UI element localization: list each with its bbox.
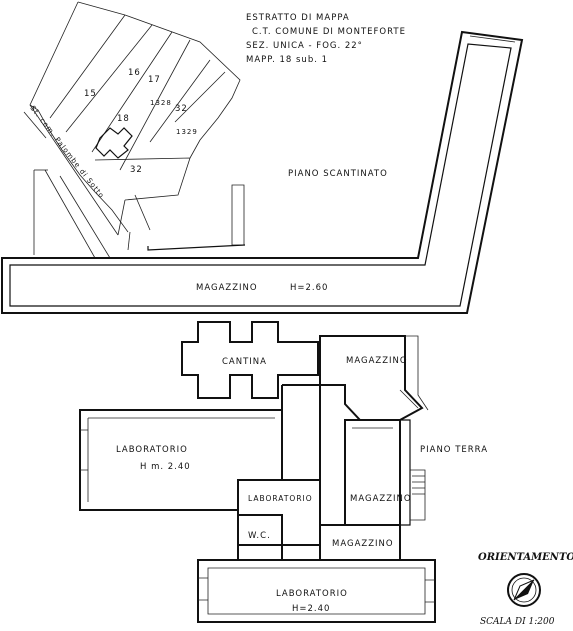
- parcel-32a: 32: [175, 104, 188, 114]
- cadastral-map-extract: [23, 1, 246, 259]
- room-laboratorio-left-height: H m. 2.40: [140, 462, 191, 472]
- title-line-4: MAPP. 18 sub. 1: [246, 55, 328, 65]
- parcel-15: 15: [84, 89, 97, 99]
- compass-icon: [507, 573, 541, 607]
- room-magazzino-low: MAGAZZINO: [332, 539, 394, 549]
- title-block: ESTRATTO DI MAPPA C.T. COMUNE DI MONTEFO…: [246, 13, 406, 65]
- parcel-32b: 32: [130, 165, 143, 175]
- title-line-3: SEZ. UNICA - FOG. 22°: [246, 41, 363, 51]
- room-magazzino-mid: MAGAZZINO: [350, 494, 412, 504]
- basement-level-label: PIANO SCANTINATO: [288, 169, 388, 179]
- room-laboratorio-bottom: LABORATORIO: [276, 589, 348, 599]
- parcel-16: 16: [128, 68, 141, 78]
- scale-label: SCALA DI 1:200: [480, 617, 555, 627]
- basement-height: H=2.60: [290, 283, 328, 293]
- room-wc: W.C.: [248, 531, 271, 541]
- room-laboratorio-left: LABORATORIO: [116, 445, 188, 455]
- room-laboratorio-mid: LABORATORIO: [248, 494, 313, 503]
- ground-level-label: PIANO TERRA: [420, 445, 488, 455]
- ground-floor-plan: [79, 321, 436, 623]
- parcel-1329: 1329: [176, 128, 198, 136]
- basement-plan: [1, 30, 524, 314]
- title-line-1: ESTRATTO DI MAPPA: [246, 13, 350, 23]
- room-magazzino-top: MAGAZZINO: [346, 356, 408, 366]
- room-cantina: CANTINA: [222, 357, 267, 367]
- orientation-label: ORIENTAMENTO: [478, 552, 573, 563]
- room-laboratorio-bottom-height: H=2.40: [292, 604, 330, 614]
- parcel-18: 18: [117, 114, 130, 124]
- parcel-labels: 15 16 17 18 1328 32 1329 32 St. com. Pal…: [28, 68, 198, 200]
- road-label: St. com. Palombe di Sotto: [28, 104, 105, 200]
- title-line-2: C.T. COMUNE DI MONTEFORTE: [252, 27, 406, 37]
- basement-room-magazzino: MAGAZZINO: [196, 283, 258, 293]
- parcel-1328: 1328: [150, 99, 172, 107]
- parcel-17: 17: [148, 75, 161, 85]
